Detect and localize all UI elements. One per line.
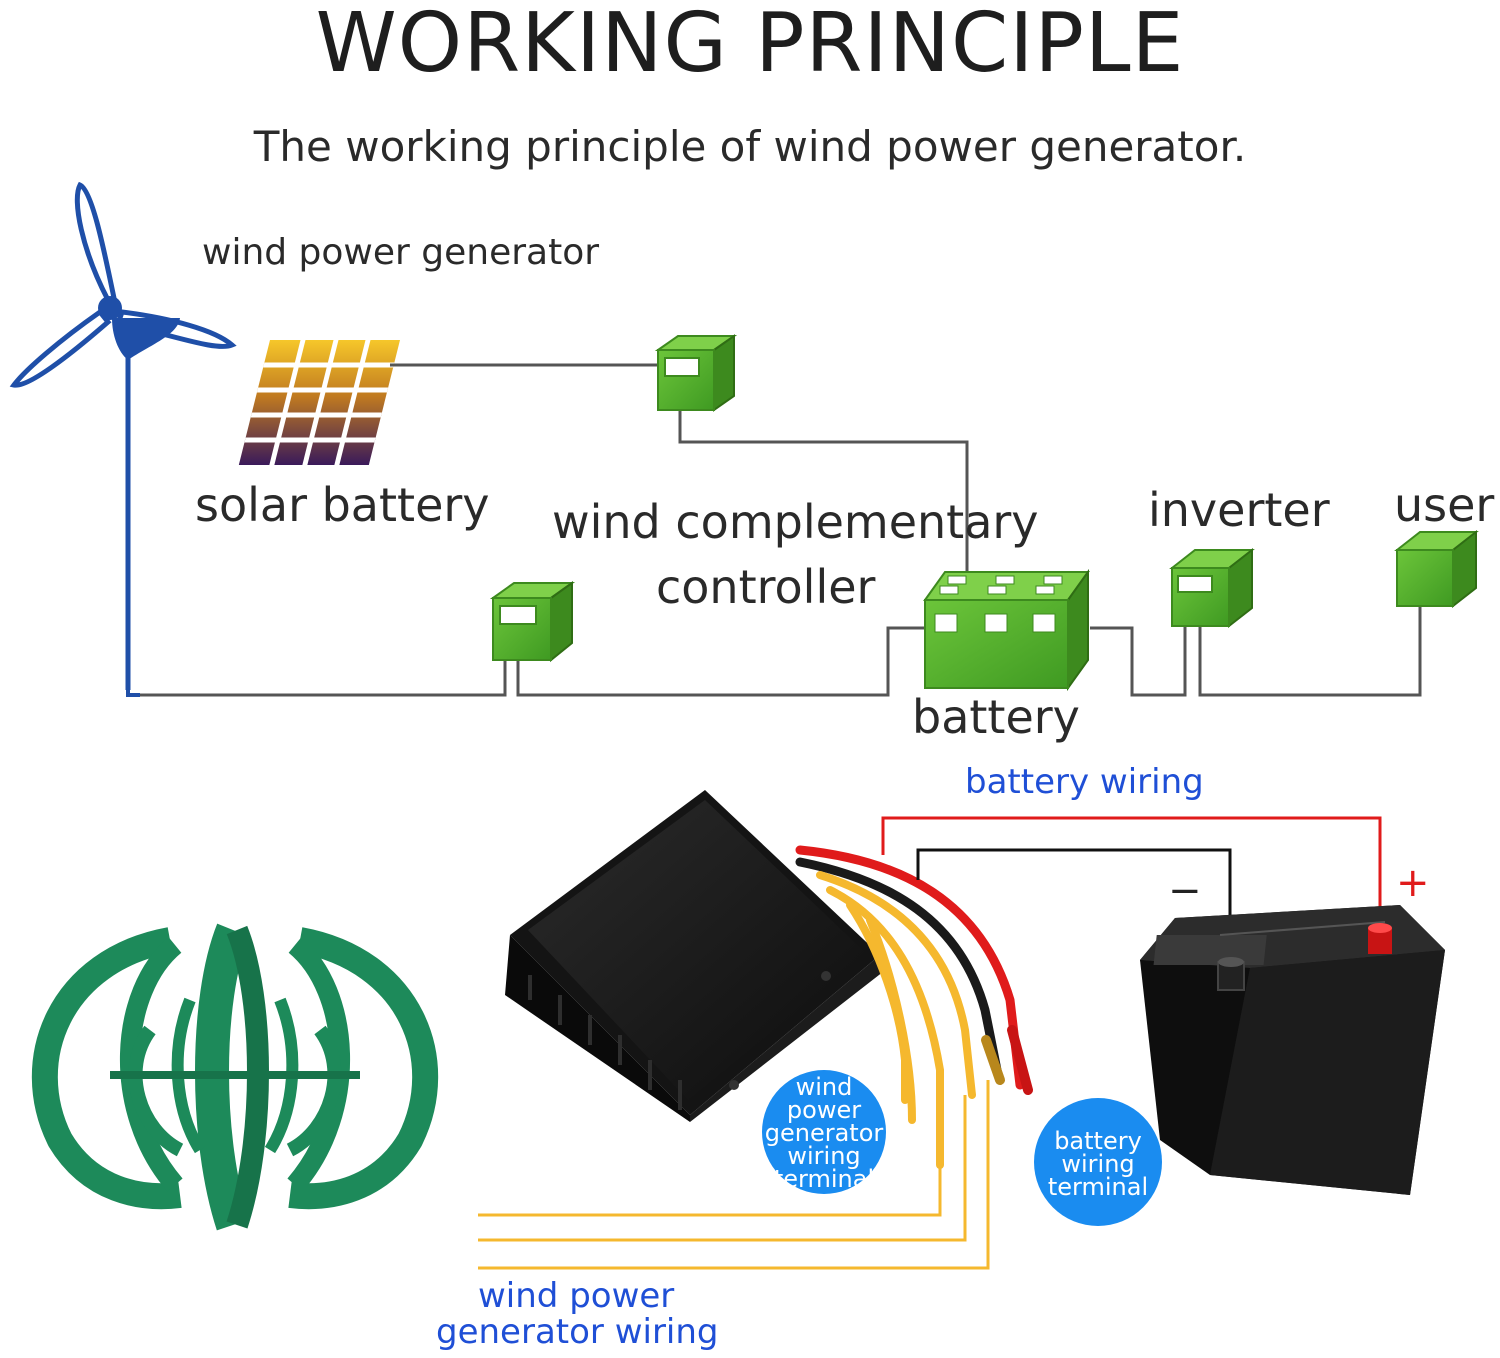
- battery-box: [923, 568, 1090, 692]
- controller-label-line1: wind complementary: [552, 495, 1039, 549]
- wind-terminal-line4: wiring: [787, 1142, 861, 1170]
- inverter-label: inverter: [1148, 483, 1330, 537]
- controller-label-line2: controller: [656, 560, 876, 614]
- page-subtitle: The working principle of wind power gene…: [253, 122, 1247, 171]
- controller-wires: [795, 845, 1033, 1169]
- inverter-box: [1169, 547, 1255, 629]
- wind-terminal-badge: [762, 1070, 886, 1194]
- solar-panel-icon: [238, 340, 400, 465]
- solar-battery-label: solar battery: [195, 478, 490, 532]
- wind-wiring-lines: [478, 1080, 990, 1270]
- battery-terminal-badge: [1034, 1098, 1162, 1226]
- wind-controller-box: [489, 581, 576, 663]
- wind-wiring-label-line1: wind power: [478, 1276, 675, 1316]
- plus-sign: +: [1396, 860, 1430, 906]
- wind-generator-label: wind power generator: [202, 232, 600, 273]
- battery-wiring-label: battery wiring: [965, 762, 1204, 802]
- lantern-turbine-icon: [31, 923, 439, 1231]
- wind-terminal-line2: power: [786, 1096, 862, 1124]
- user-box: [1394, 529, 1479, 609]
- solar-controller-box: [654, 334, 738, 412]
- battery-label: battery: [912, 690, 1080, 744]
- wind-terminal-line3: generator: [764, 1119, 884, 1147]
- wind-terminal-text: wind power generator wiring terminal: [762, 1073, 886, 1193]
- user-label: user: [1394, 478, 1495, 532]
- battery-terminal-line1: battery: [1054, 1127, 1142, 1155]
- car-battery-icon: [1140, 905, 1445, 1195]
- wind-terminal-line5: terminal: [773, 1165, 875, 1193]
- page-title: WORKING PRINCIPLE: [315, 0, 1185, 91]
- wind-turbine-icon: [9, 181, 237, 697]
- minus-sign: −: [1168, 868, 1202, 914]
- battery-wiring-lines: [881, 816, 1382, 925]
- battery-terminal-text: battery wiring terminal: [1034, 1127, 1162, 1201]
- battery-terminal-line3: terminal: [1047, 1173, 1149, 1201]
- charge-controller-module: [505, 790, 888, 1122]
- wiring-lines: [140, 363, 1422, 697]
- wind-terminal-line1: wind: [795, 1073, 853, 1101]
- battery-terminal-line2: wiring: [1061, 1150, 1135, 1178]
- wind-wiring-label-line2: generator wiring: [436, 1312, 719, 1352]
